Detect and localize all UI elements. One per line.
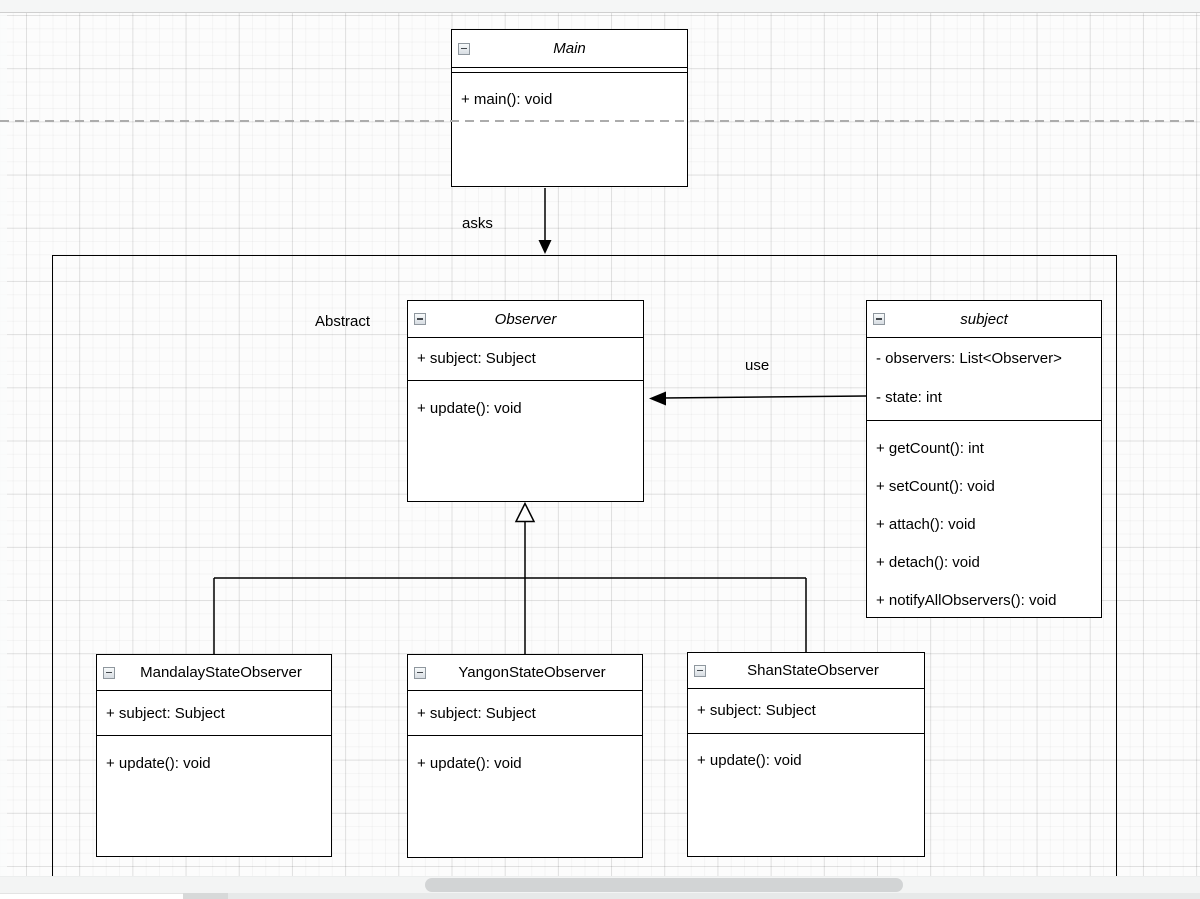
- section-divider: [867, 419, 1101, 421]
- edge-label-asks[interactable]: asks: [462, 215, 493, 232]
- hollow-triangle-arrowhead: [514, 501, 536, 523]
- section-divider: [408, 734, 642, 736]
- boundary-box[interactable]: [52, 255, 1117, 899]
- class-mandalay-state-observer[interactable]: MandalayStateObserver + subject: Subject…: [96, 654, 332, 857]
- member-row[interactable]: + update(): void: [697, 752, 802, 769]
- section-divider: [688, 732, 924, 734]
- bottom-edge-strip: [183, 893, 228, 899]
- page-left-edge: [0, 13, 7, 893]
- class-yangon-titlebar: YangonStateObserver: [408, 655, 642, 691]
- member-row[interactable]: - state: int: [876, 389, 942, 406]
- class-title: MandalayStateObserver: [140, 664, 302, 681]
- class-shan-state-observer[interactable]: ShanStateObserver + subject: Subject + u…: [687, 652, 925, 857]
- collapse-minus-icon[interactable]: [694, 664, 706, 677]
- member-row[interactable]: + notifyAllObservers(): void: [876, 592, 1057, 609]
- member-row[interactable]: + subject: Subject: [417, 350, 536, 367]
- bottom-edge-strip: [0, 893, 183, 899]
- member-row[interactable]: - observers: List<Observer>: [876, 350, 1062, 367]
- class-yangon-state-observer[interactable]: YangonStateObserver + subject: Subject +…: [407, 654, 643, 858]
- edge-label-use[interactable]: use: [745, 357, 770, 374]
- class-subject[interactable]: subject - observers: List<Observer> - st…: [866, 300, 1102, 618]
- class-title: subject: [960, 310, 1008, 328]
- member-row[interactable]: + update(): void: [417, 400, 522, 417]
- collapse-minus-icon[interactable]: [873, 313, 885, 325]
- member-row[interactable]: + update(): void: [106, 755, 211, 772]
- collapse-minus-icon[interactable]: [458, 42, 470, 55]
- double-line: [452, 71, 687, 73]
- member-row[interactable]: + detach(): void: [876, 554, 980, 571]
- class-main-titlebar: Main: [452, 30, 687, 68]
- member-row[interactable]: + subject: Subject: [697, 702, 816, 719]
- member-row[interactable]: + update(): void: [417, 755, 522, 772]
- collapse-minus-icon[interactable]: [414, 666, 426, 679]
- member-row[interactable]: + main(): void: [461, 91, 553, 108]
- class-title: ShanStateObserver: [747, 662, 879, 679]
- page-top-edge: [0, 0, 1200, 13]
- collapse-minus-icon[interactable]: [103, 666, 115, 679]
- class-shan-titlebar: ShanStateObserver: [688, 653, 924, 689]
- bottom-edge-strip: [228, 893, 1200, 899]
- class-title: Main: [553, 40, 586, 57]
- asks-connector[interactable]: [538, 188, 552, 254]
- member-row[interactable]: + subject: Subject: [106, 705, 225, 722]
- member-row[interactable]: + subject: Subject: [417, 705, 536, 722]
- class-subject-titlebar: subject: [867, 301, 1101, 338]
- class-observer[interactable]: Observer + subject: Subject + update(): …: [407, 300, 644, 502]
- member-row[interactable]: + getCount(): int: [876, 440, 984, 457]
- member-row[interactable]: + setCount(): void: [876, 478, 995, 495]
- collapse-minus-icon[interactable]: [414, 313, 426, 325]
- section-divider: [97, 734, 331, 736]
- class-title: YangonStateObserver: [458, 664, 606, 681]
- class-observer-titlebar: Observer: [408, 301, 643, 338]
- class-title: Observer: [494, 310, 557, 328]
- use-connector[interactable]: [649, 391, 867, 406]
- text-abstract[interactable]: Abstract: [315, 313, 371, 330]
- class-mandalay-titlebar: MandalayStateObserver: [97, 655, 331, 691]
- inheritance-connector[interactable]: [213, 501, 807, 655]
- member-row[interactable]: + attach(): void: [876, 516, 976, 533]
- horizontal-scrollbar-thumb[interactable]: [425, 878, 903, 892]
- section-divider: [408, 379, 643, 381]
- class-main[interactable]: Main + main(): void: [451, 29, 688, 187]
